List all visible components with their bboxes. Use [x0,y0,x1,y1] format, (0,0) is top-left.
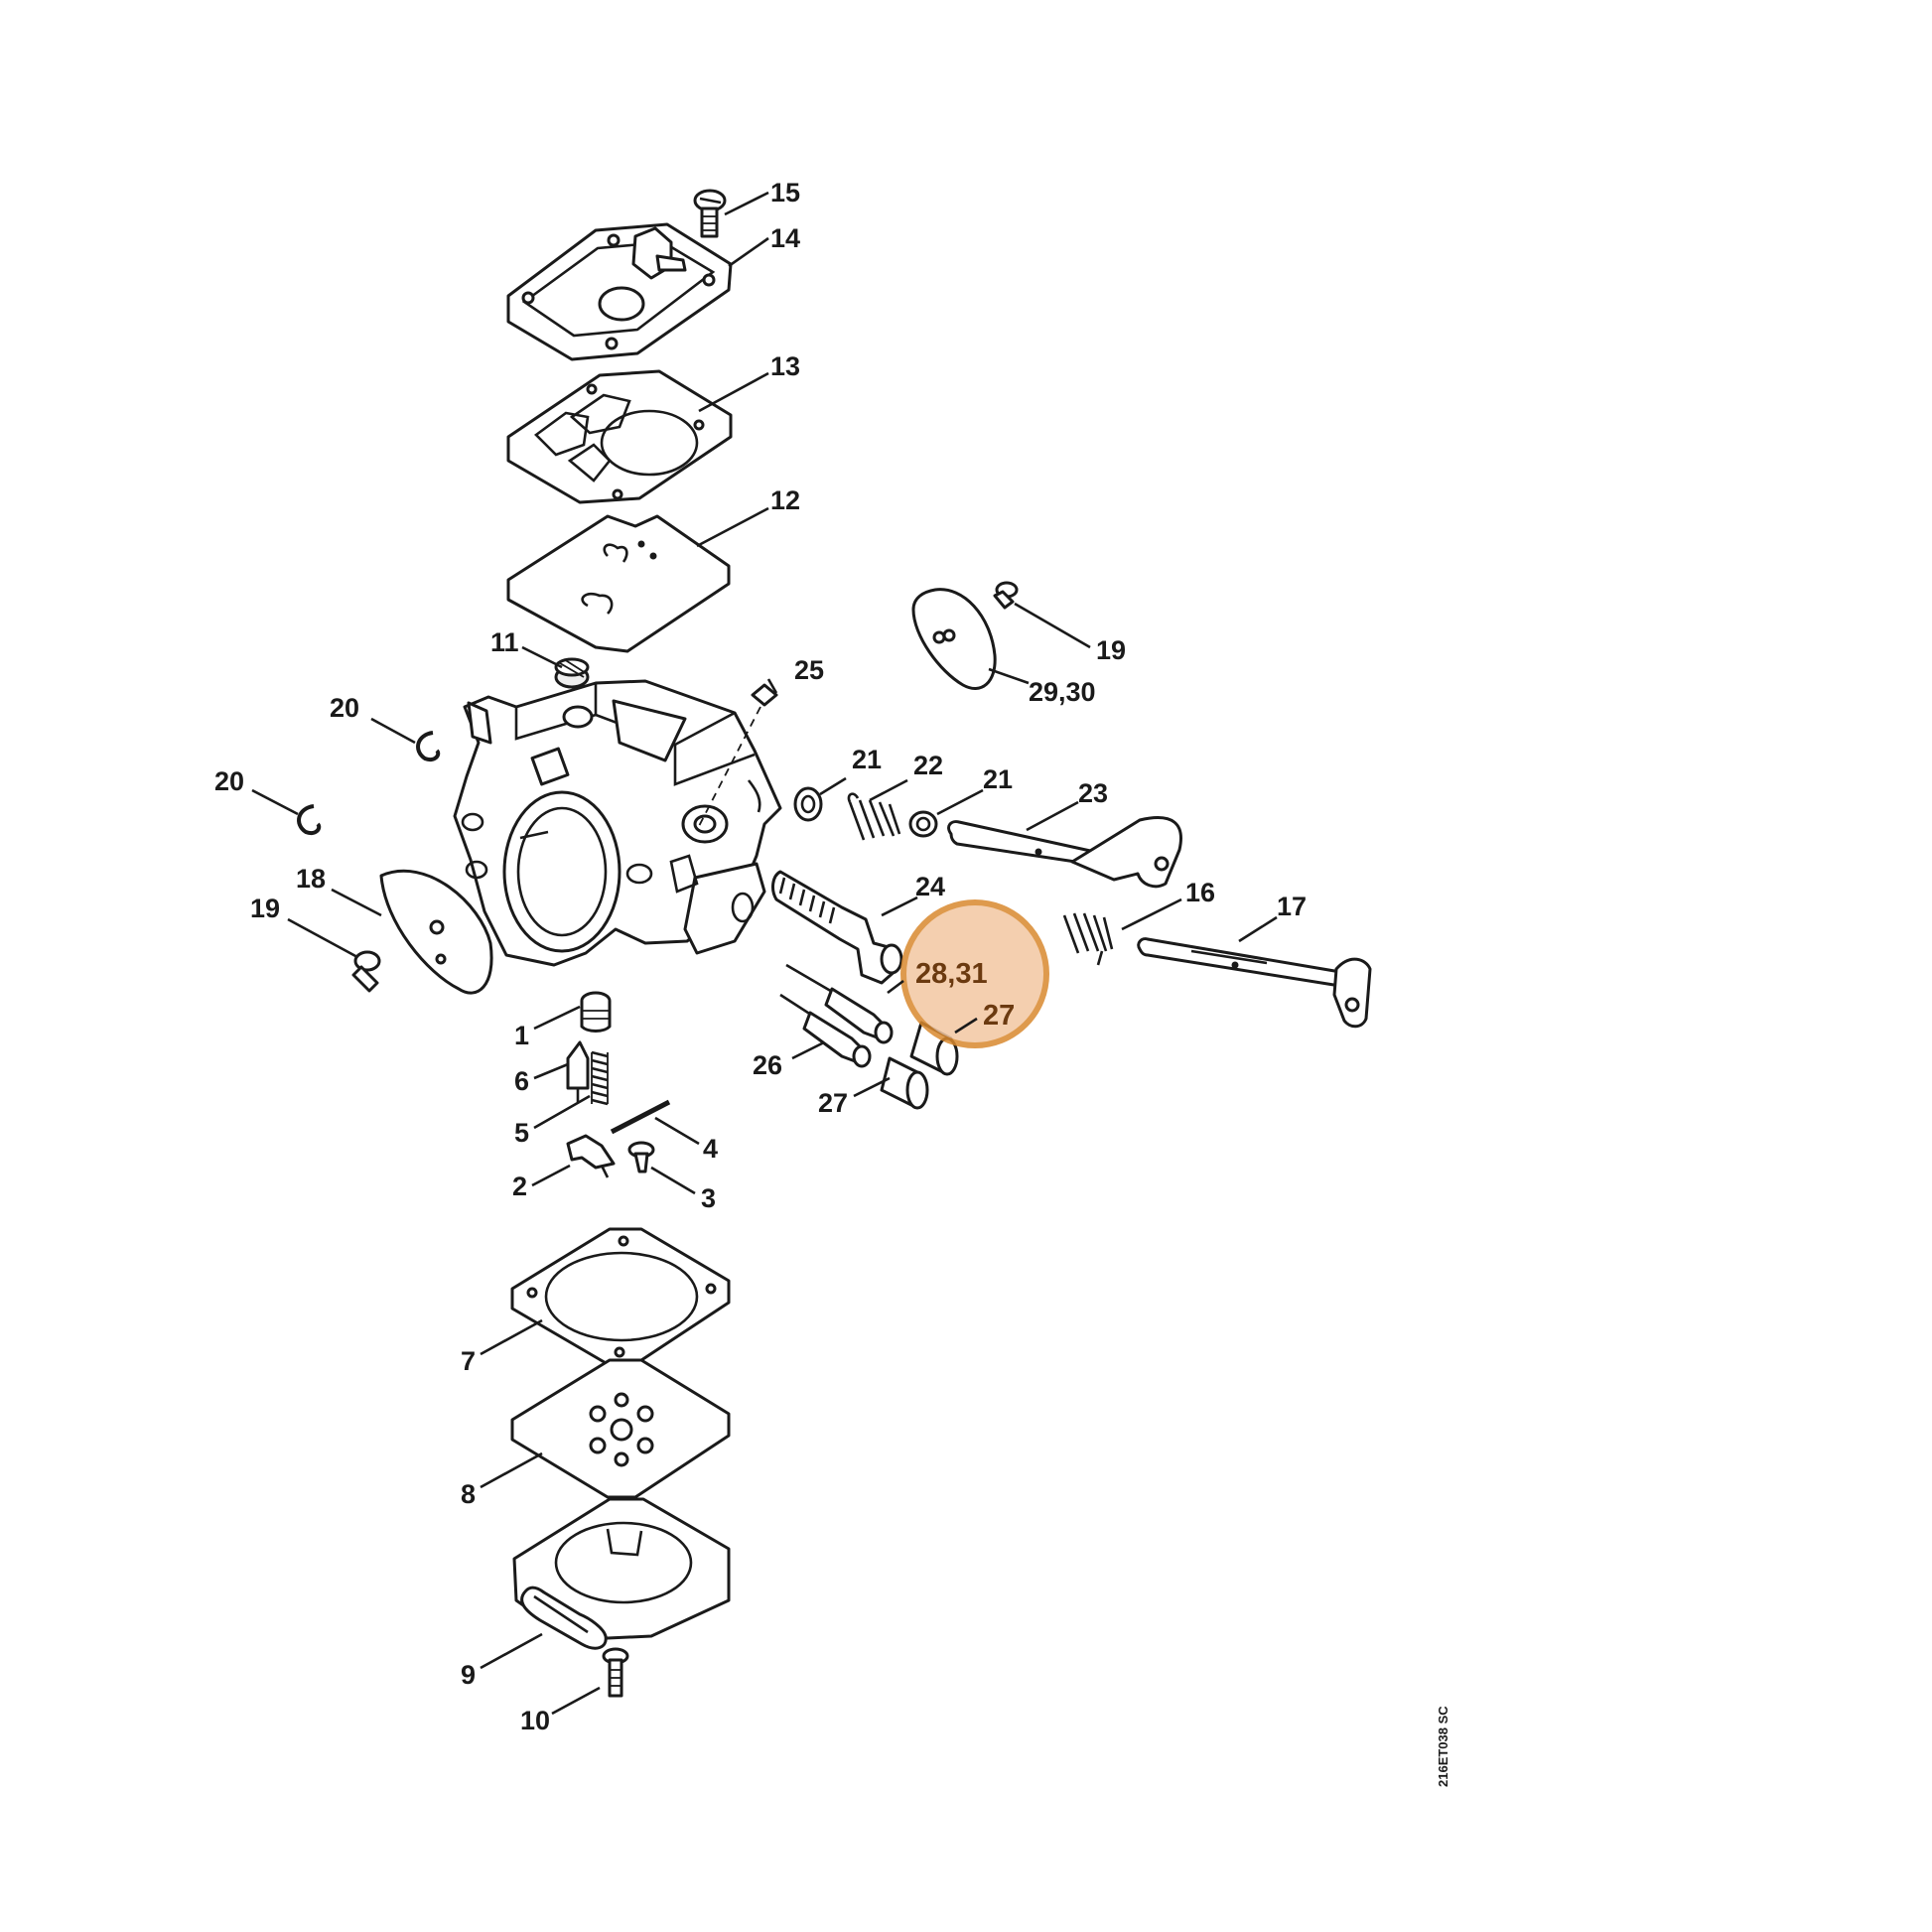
part-12-diaphragm [506,514,731,653]
part-10-screw [602,1647,629,1698]
label-18: 18 [296,864,326,894]
part-13-gasket [506,369,733,504]
label-2: 2 [512,1172,527,1201]
label-22: 22 [913,751,943,780]
leader-lines [251,191,1278,1716]
part-19-screw-left [351,950,381,993]
part-16-spring [1062,912,1114,966]
label-29-30: 29,30 [1029,677,1096,707]
part-15-screw [693,189,727,238]
drawing-code: 216ET038 SC [1436,1706,1450,1787]
label-9: 9 [461,1660,476,1690]
part-28-31-needle [785,963,894,1044]
part-4-pin [610,1099,671,1135]
highlight-marker [900,899,1049,1048]
part-1-cap [580,991,612,1033]
part-22-spring [847,792,901,841]
part-2-control-lever [566,1134,616,1178]
label-20-lower: 20 [214,766,244,796]
label-21-left: 21 [852,745,882,774]
label-12: 12 [770,485,800,515]
carburetor-body [453,679,782,967]
part-20-clip-upper [416,731,441,761]
part-18-throttle-plate [379,869,493,995]
label-19-upper: 19 [1096,635,1126,665]
label-27-lower: 27 [818,1088,848,1118]
label-19-left: 19 [250,894,280,923]
part-27-sleeve-left [880,1056,929,1110]
part-8-diaphragm [510,1358,731,1499]
label-25: 25 [794,655,824,685]
label-6: 6 [514,1066,529,1096]
part-29-30-choke-plate [911,588,997,690]
label-21-right: 21 [983,764,1013,794]
label-8: 8 [461,1479,476,1509]
part-25-plug [696,683,778,831]
part-24-adjusting-screw [771,870,903,985]
callout-labels: 15 14 13 12 11 25 19 29,30 20 20 21 22 2… [214,178,1307,1735]
label-26: 26 [753,1050,782,1080]
part-7-gasket [510,1227,731,1366]
part-20-clip-lower [297,804,322,835]
label-11: 11 [490,627,519,657]
label-20-upper: 20 [330,693,359,723]
part-11-strainer [554,657,590,689]
part-14-pump-cover [506,222,733,361]
label-28-31-highlighted: 28,31 [915,958,988,990]
part-9-metering-cover [512,1497,731,1650]
label-14: 14 [770,223,800,253]
part-3-screw [627,1141,655,1173]
label-10: 10 [520,1706,550,1735]
part-17-throttle-shaft [1137,937,1372,1029]
label-24: 24 [915,872,945,901]
label-17: 17 [1277,892,1307,921]
label-7: 7 [461,1346,476,1376]
part-21-washer-left [793,786,823,822]
label-16: 16 [1185,878,1215,907]
part-5-spring [591,1050,609,1106]
part-26-needle [779,993,872,1068]
label-5: 5 [514,1118,529,1148]
label-1: 1 [514,1021,529,1050]
label-23: 23 [1078,778,1108,808]
label-13: 13 [770,351,800,381]
label-15: 15 [770,178,800,207]
part-21-washer-right [908,810,938,838]
part-6-inlet-needle [566,1040,590,1102]
label-27-highlighted: 27 [983,1000,1015,1032]
label-4: 4 [703,1134,718,1164]
label-3: 3 [701,1183,716,1213]
part-23-choke-shaft [947,816,1182,889]
part-19-screw-upper [993,581,1019,610]
